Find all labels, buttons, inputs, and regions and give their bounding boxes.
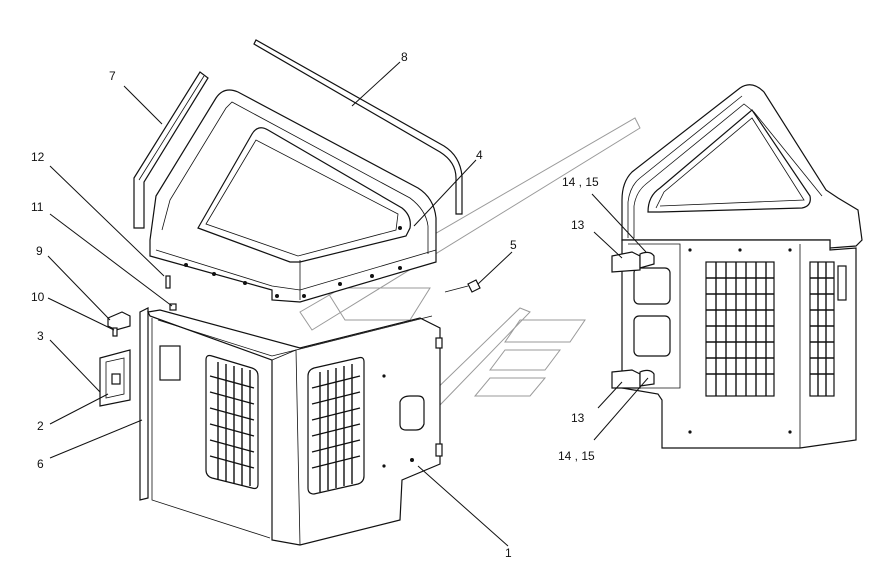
- callout-1: 1: [505, 546, 512, 560]
- part-5-bolt: [444, 279, 481, 293]
- part-8-rubber-strip: [253, 39, 463, 215]
- callout-labels: 7 8 4 12 11 9 10 3 2 6 5 1 14 , 15 13 13…: [31, 50, 599, 560]
- leader-lines: [47, 61, 649, 547]
- callout-11: 11: [31, 200, 44, 214]
- part-11-washer: [169, 303, 177, 311]
- callout-12: 12: [31, 150, 45, 164]
- callout-9: 9: [36, 244, 43, 258]
- callout-14-15-top: 14 , 15: [562, 175, 599, 189]
- left-window-mesh: [209, 362, 255, 486]
- part-7-seal-strip: [133, 71, 209, 229]
- right-window-mesh: [311, 364, 361, 492]
- side-window-mesh: [706, 262, 774, 396]
- rear-window-mesh: [810, 262, 834, 396]
- cab-side-view: [611, 84, 863, 449]
- callout-10: 10: [31, 290, 45, 304]
- callout-4: 4: [476, 148, 483, 162]
- part-10-pin: [112, 327, 118, 337]
- callout-7: 7: [109, 69, 116, 83]
- part-1-door-panel: [147, 309, 443, 546]
- part-4-upper-frame: [149, 89, 437, 303]
- callout-13-bottom: 13: [571, 411, 585, 425]
- callout-8: 8: [401, 50, 408, 64]
- callout-13-top: 13: [571, 218, 585, 232]
- part-3-door-handle: [99, 349, 131, 407]
- part-12-screw: [165, 275, 171, 289]
- callout-3: 3: [37, 329, 44, 343]
- callout-5: 5: [510, 238, 517, 252]
- callout-6: 6: [37, 457, 44, 471]
- callout-2: 2: [37, 419, 44, 433]
- part-9-latch-bracket: [107, 311, 131, 331]
- part-6-door-seal: [139, 307, 149, 501]
- callout-14-15-bottom: 14 , 15: [558, 449, 595, 463]
